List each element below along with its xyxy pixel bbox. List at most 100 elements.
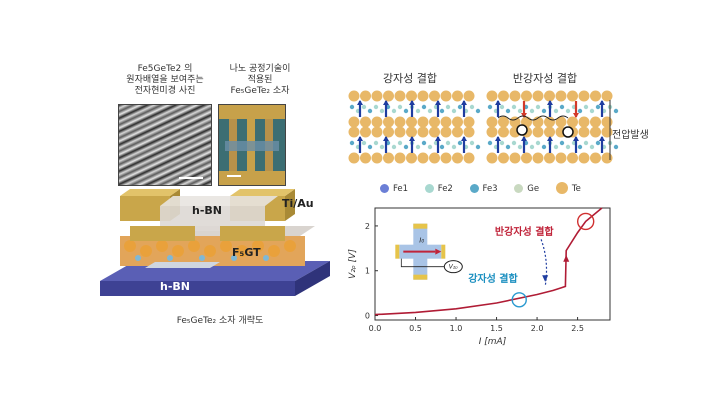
fe-atom xyxy=(475,108,481,114)
fe-atom xyxy=(559,104,565,110)
fe-atom xyxy=(457,104,463,110)
te-atom xyxy=(532,152,544,164)
te-atom xyxy=(509,90,521,102)
fe-atom xyxy=(403,108,409,114)
fe-atom xyxy=(349,104,355,110)
fe-atom xyxy=(529,108,535,114)
atomic-structure xyxy=(348,90,619,164)
device-schematic xyxy=(100,189,330,296)
legend-ge: Ge xyxy=(514,183,539,194)
te-atom xyxy=(498,126,509,138)
up-arrow xyxy=(563,255,570,262)
spin-arrowhead xyxy=(547,100,553,105)
fe-atom xyxy=(349,140,355,146)
fe-atom xyxy=(439,108,445,114)
te-atom xyxy=(371,90,383,102)
te-atom xyxy=(567,116,578,128)
inset-wire xyxy=(400,258,445,268)
inset-contact xyxy=(413,223,428,229)
fe-atom xyxy=(535,140,541,146)
spin-arrowhead xyxy=(383,100,389,105)
te-atom xyxy=(440,116,452,128)
antiferro-annotation: 반강자성 결합 xyxy=(495,225,554,238)
spin-arrowhead xyxy=(599,100,605,105)
te-atom xyxy=(383,116,394,128)
spin-arrowhead xyxy=(547,136,553,141)
te-atom xyxy=(544,126,555,138)
legend: Fe1 Fe2 Fe3 Ge Te xyxy=(380,182,680,194)
spin-arrowhead xyxy=(521,136,527,141)
voltage-label: 전압발생 xyxy=(612,130,649,141)
fe-atom xyxy=(499,140,505,146)
fe-atom xyxy=(529,144,535,150)
y-tick-label: 1 xyxy=(365,267,370,276)
fe-atom xyxy=(445,104,451,110)
te-atom xyxy=(360,126,371,138)
te-atom xyxy=(360,116,371,128)
te-atom xyxy=(567,152,578,164)
fe-atom xyxy=(565,108,571,114)
te-atom xyxy=(417,90,429,102)
te-atom xyxy=(578,152,590,164)
te-atom xyxy=(429,116,440,128)
te-atom xyxy=(440,152,452,164)
te-atom xyxy=(348,152,360,164)
te-atom xyxy=(360,90,371,102)
te-atom xyxy=(348,126,360,138)
te-atom xyxy=(406,90,417,102)
stem-image xyxy=(118,104,212,186)
te-atom xyxy=(509,116,521,128)
legend-fe3: Fe3 xyxy=(469,183,498,194)
te-atom xyxy=(452,116,463,128)
inset-voltage-label: V₂ₚ xyxy=(449,264,459,271)
te-atom xyxy=(463,116,475,128)
te-atom xyxy=(509,152,521,164)
te-atom xyxy=(521,90,532,102)
down-arrow xyxy=(542,275,549,282)
te-atom xyxy=(590,126,601,138)
electron xyxy=(516,124,528,136)
te-atom xyxy=(498,152,509,164)
fe-atom xyxy=(427,108,433,114)
label-hbn-top: h-BN xyxy=(192,204,222,217)
te-atom xyxy=(532,126,544,138)
fe-atom xyxy=(445,140,451,146)
te-atom xyxy=(498,90,509,102)
fe-atom xyxy=(553,144,559,150)
te-atom xyxy=(601,90,613,102)
fe-atom xyxy=(487,104,493,110)
fe-atom xyxy=(559,140,565,146)
fe-atom xyxy=(397,140,403,146)
te-atom xyxy=(578,90,590,102)
te-atom xyxy=(406,152,417,164)
fe-atom xyxy=(505,144,511,150)
label-tiau: Ti/Au xyxy=(282,197,314,210)
te-atom xyxy=(601,116,613,128)
fe-atom xyxy=(553,108,559,114)
x-tick-label: 0.5 xyxy=(409,324,422,333)
te-atom xyxy=(394,126,406,138)
x-tick-label: 2.5 xyxy=(571,324,584,333)
x-tick-label: 0.0 xyxy=(369,324,382,333)
spin-arrowhead xyxy=(495,136,501,141)
fe-atom xyxy=(367,144,373,150)
ferro-annotation: 강자성 결합 xyxy=(468,272,518,285)
antiferro-marker xyxy=(576,212,595,231)
fe-atom xyxy=(397,104,403,110)
fe-atom xyxy=(367,108,373,114)
te-atom xyxy=(394,152,406,164)
te-atom xyxy=(452,90,463,102)
spin-arrowhead xyxy=(461,100,467,105)
spin-arrowhead xyxy=(435,136,441,141)
fe-atom xyxy=(361,140,367,146)
label-f5gt: F₅GT xyxy=(232,246,261,259)
iv-curve xyxy=(374,207,603,316)
fe-atom xyxy=(421,140,427,146)
te-atom xyxy=(532,90,544,102)
fe-atom xyxy=(613,108,619,114)
te-atom xyxy=(544,90,555,102)
te-atom xyxy=(567,90,578,102)
x-tick-label: 1.5 xyxy=(490,324,503,333)
fe-atom xyxy=(487,140,493,146)
